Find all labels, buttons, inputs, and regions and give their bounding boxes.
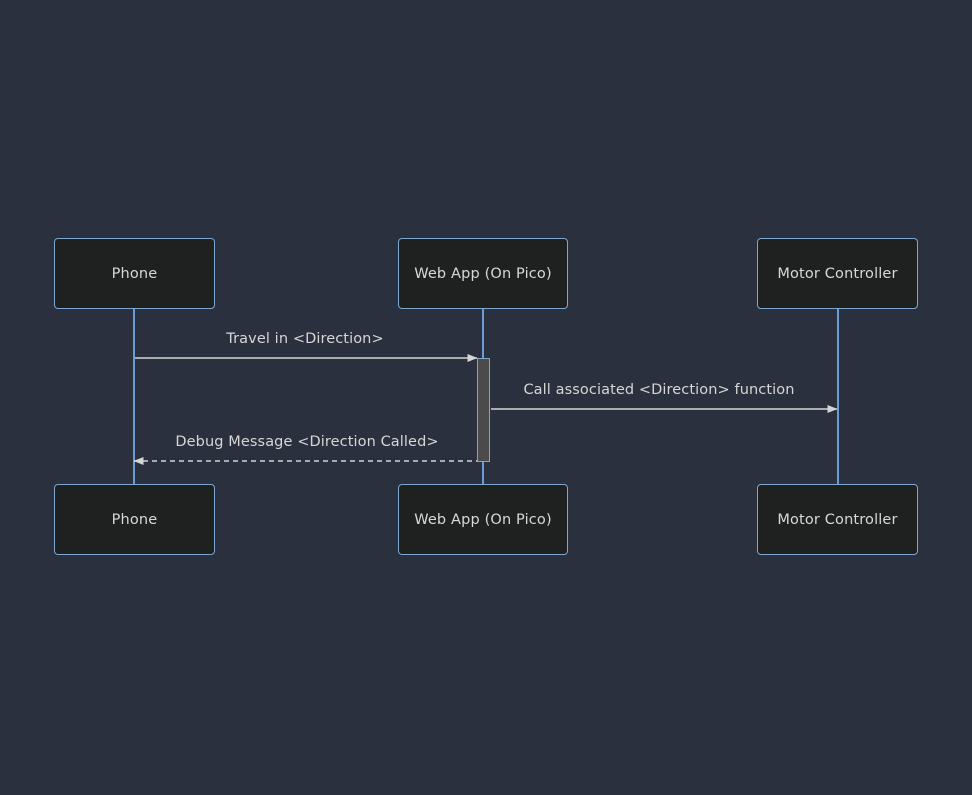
participant-header-phone[interactable]: Phone [54, 238, 215, 309]
message-label-call: Call associated <Direction> function [523, 382, 795, 398]
activation-bar-webapp [477, 358, 490, 462]
participant-footer-phone[interactable]: Phone [54, 484, 215, 555]
participant-footer-motor[interactable]: Motor Controller [757, 484, 918, 555]
messages-group [133, 354, 838, 465]
participant-header-webapp-label: Web App (On Pico) [414, 265, 552, 282]
participant-footer-motor-label: Motor Controller [777, 511, 898, 528]
participant-footer-webapp-label: Web App (On Pico) [414, 511, 552, 528]
participant-footer-webapp[interactable]: Web App (On Pico) [398, 484, 568, 555]
participant-header-webapp[interactable]: Web App (On Pico) [398, 238, 568, 309]
participant-header-motor-label: Motor Controller [777, 265, 898, 282]
participant-header-phone-label: Phone [111, 265, 158, 282]
participant-header-motor[interactable]: Motor Controller [757, 238, 918, 309]
message-label-debug: Debug Message <Direction Called> [175, 434, 439, 450]
participant-footer-phone-label: Phone [111, 511, 158, 528]
message-label-travel: Travel in <Direction> [226, 331, 384, 347]
